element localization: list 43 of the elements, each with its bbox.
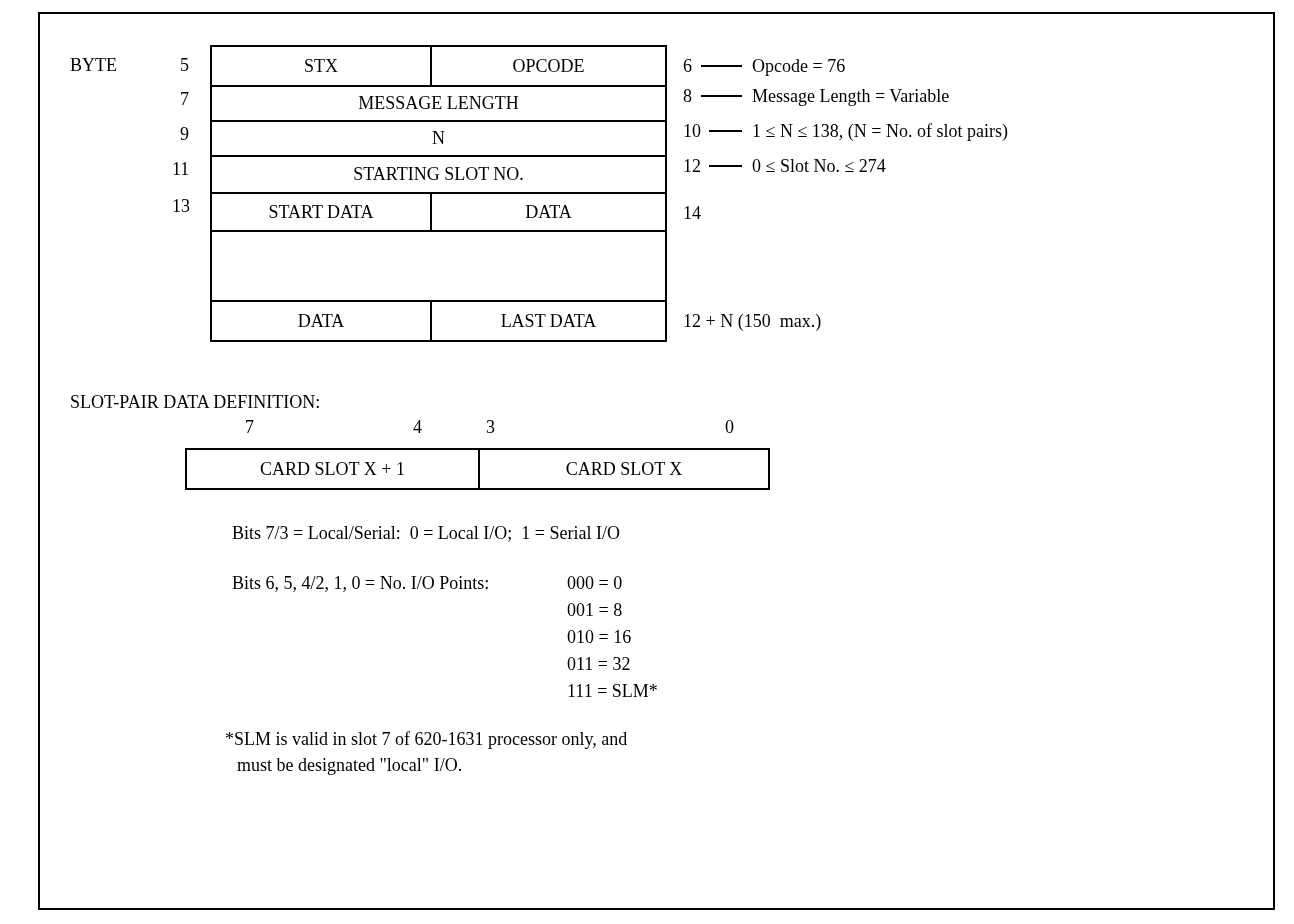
field-cell: DATA (210, 300, 432, 342)
field-cell: CARD SLOT X + 1 (185, 448, 480, 490)
note-text: 011 = 32 (567, 653, 631, 676)
field-cell: LAST DATA (430, 300, 667, 342)
byte-number: 6 (683, 53, 701, 79)
number-label: 7 (180, 88, 189, 111)
leader-line (708, 165, 743, 167)
number-label: 0 (725, 416, 734, 439)
leader-line (700, 65, 743, 67)
number-label: 7 (245, 416, 254, 439)
field-description: Message Length = Variable (742, 83, 950, 109)
heading-label: BYTE (70, 54, 117, 77)
note-text: Bits 7/3 = Local/Serial: 0 = Local I/O; 1 = Serial I/O (232, 522, 620, 545)
byte-number: 8 (683, 83, 701, 109)
field-description: Opcode = 76 (742, 53, 846, 79)
field-cell: N (210, 120, 667, 157)
number-label: 14 (683, 202, 701, 225)
note-text: Bits 6, 5, 4/2, 1, 0 = No. I/O Points: (232, 572, 490, 595)
number-label: 11 (172, 158, 190, 181)
number-label: 3 (486, 416, 495, 439)
field-description: 0 ≤ Slot No. ≤ 274 (742, 153, 886, 179)
field-cell: STX (210, 45, 432, 87)
field-cell: MESSAGE LENGTH (210, 85, 667, 122)
leader-line (700, 95, 743, 97)
field-cell: OPCODE (430, 45, 667, 87)
number-label: 12 + N (150 max.) (683, 310, 822, 333)
note-text: 111 = SLM* (567, 680, 658, 703)
leader-line (708, 130, 743, 132)
note-text: 001 = 8 (567, 599, 623, 622)
footnote: *SLM is valid in slot 7 of 620-1631 processor only, and must be designated "local" I/O. (225, 728, 629, 777)
heading-label: SLOT-PAIR DATA DEFINITION: (70, 391, 321, 414)
empty-field-cell (210, 230, 667, 302)
field-cell: CARD SLOT X (478, 448, 770, 490)
byte-number: 10 (683, 118, 709, 144)
number-label: 5 (180, 54, 189, 77)
number-label: 9 (180, 123, 189, 146)
number-label: 13 (172, 195, 190, 218)
note-text: 000 = 0 (567, 572, 623, 595)
byte-number: 12 (683, 153, 709, 179)
number-label: 4 (413, 416, 422, 439)
field-description: 1 ≤ N ≤ 138, (N = No. of slot pairs) (742, 118, 1008, 144)
field-cell: STARTING SLOT NO. (210, 155, 667, 194)
note-text: 010 = 16 (567, 626, 632, 649)
